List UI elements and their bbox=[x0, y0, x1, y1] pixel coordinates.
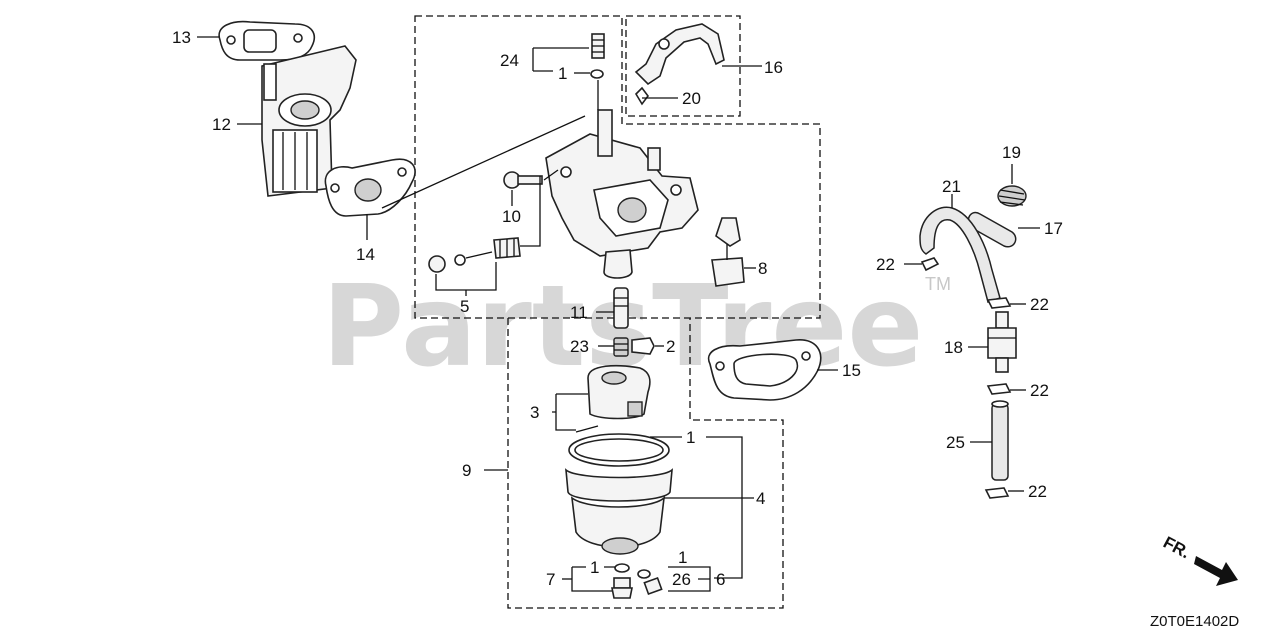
callout-20: 20 bbox=[682, 89, 701, 108]
callout-9: 9 bbox=[462, 461, 471, 480]
part-13-gasket[interactable] bbox=[218, 20, 316, 61]
carburetor-assembly-outline bbox=[414, 15, 821, 319]
callout-7: 7 bbox=[546, 570, 555, 589]
part-14-gasket[interactable] bbox=[324, 158, 416, 217]
callout-22-a: 22 bbox=[876, 255, 895, 274]
leader-4 bbox=[650, 436, 754, 499]
callout-1-mid: 1 bbox=[686, 428, 695, 447]
front-arrow-icon bbox=[1194, 556, 1238, 586]
callout-8: 8 bbox=[758, 259, 767, 278]
callout-10: 10 bbox=[502, 207, 521, 226]
callout-21: 21 bbox=[942, 177, 961, 196]
callout-12: 12 bbox=[212, 115, 231, 134]
part-22-clip-c[interactable] bbox=[986, 383, 1012, 395]
callout-22-d: 22 bbox=[1028, 482, 1047, 501]
callout-6: 6 bbox=[716, 570, 725, 589]
callout-5: 5 bbox=[460, 297, 469, 316]
connector-14-carb bbox=[381, 115, 586, 209]
part-24-pilot-screw[interactable] bbox=[591, 33, 605, 59]
callout-1-top: 1 bbox=[558, 64, 567, 83]
watermark-trademark: TM bbox=[925, 274, 951, 294]
leader-24 bbox=[532, 47, 589, 72]
callout-22-b: 22 bbox=[1030, 295, 1049, 314]
part-12-insulator-plate[interactable] bbox=[261, 45, 357, 197]
callout-26: 26 bbox=[672, 570, 691, 589]
part-26-drain-screw[interactable] bbox=[637, 569, 663, 596]
callout-1-bottom-right: 1 bbox=[678, 548, 687, 567]
callout-15: 15 bbox=[842, 361, 861, 380]
part-22-clip-d[interactable] bbox=[984, 487, 1010, 499]
front-direction-indicator: FR. bbox=[1160, 533, 1238, 586]
part-3-float[interactable] bbox=[575, 364, 651, 433]
part-18-fuel-filter[interactable] bbox=[987, 311, 1017, 373]
part-15-gasket[interactable] bbox=[707, 339, 822, 401]
leader-10-carb bbox=[543, 169, 559, 181]
part-19-spring-clip[interactable] bbox=[997, 185, 1027, 207]
part-25-fuel-tube[interactable] bbox=[991, 400, 1009, 481]
part-20-pin[interactable] bbox=[634, 86, 678, 106]
part-10-screw[interactable] bbox=[503, 171, 543, 189]
direction-label: FR. bbox=[1160, 533, 1193, 563]
callout-11: 11 bbox=[570, 303, 588, 322]
leader-5-carb bbox=[520, 176, 541, 247]
part-22-clip-a[interactable] bbox=[920, 257, 940, 272]
part-2-float-needle[interactable] bbox=[631, 337, 655, 355]
part-22-clip-b[interactable] bbox=[986, 297, 1012, 309]
part-17-hose[interactable] bbox=[967, 211, 1017, 248]
callout-16: 16 bbox=[764, 58, 783, 77]
part-11-main-nozzle[interactable] bbox=[613, 287, 629, 329]
callout-22-c: 22 bbox=[1030, 381, 1049, 400]
callout-1-bottom-left: 1 bbox=[590, 558, 599, 577]
callout-18: 18 bbox=[944, 338, 963, 357]
lever-kit-outline bbox=[625, 15, 741, 117]
callout-14: 14 bbox=[356, 245, 375, 264]
callout-19: 19 bbox=[1002, 143, 1021, 162]
callout-2: 2 bbox=[666, 337, 675, 356]
float-chamber-set-outline bbox=[507, 318, 784, 609]
part-carburetor-body[interactable] bbox=[545, 109, 699, 279]
callout-13: 13 bbox=[172, 28, 191, 47]
callout-23: 23 bbox=[570, 337, 589, 356]
leader-6-bracket bbox=[706, 436, 743, 579]
part-1-o-ring-top[interactable] bbox=[590, 69, 604, 79]
leader-26-bracket bbox=[668, 566, 711, 592]
leader-7-bracket bbox=[571, 566, 615, 592]
callout-17: 17 bbox=[1044, 219, 1063, 238]
callout-4: 4 bbox=[756, 489, 765, 508]
part-4-float-chamber[interactable] bbox=[565, 433, 673, 555]
callout-25: 25 bbox=[946, 433, 965, 452]
diagram-code: Z0T0E1402D bbox=[1150, 613, 1239, 630]
part-23-main-jet[interactable] bbox=[613, 337, 629, 357]
part-16-choke-lever[interactable] bbox=[634, 23, 725, 86]
callout-24: 24 bbox=[500, 51, 519, 70]
leader-3 bbox=[552, 393, 588, 431]
callout-3: 3 bbox=[530, 403, 539, 422]
part-7-drain-bolt[interactable] bbox=[611, 563, 633, 599]
part-5-throttle-screw-set[interactable] bbox=[428, 237, 521, 273]
part-8-float-valve[interactable] bbox=[711, 217, 745, 287]
